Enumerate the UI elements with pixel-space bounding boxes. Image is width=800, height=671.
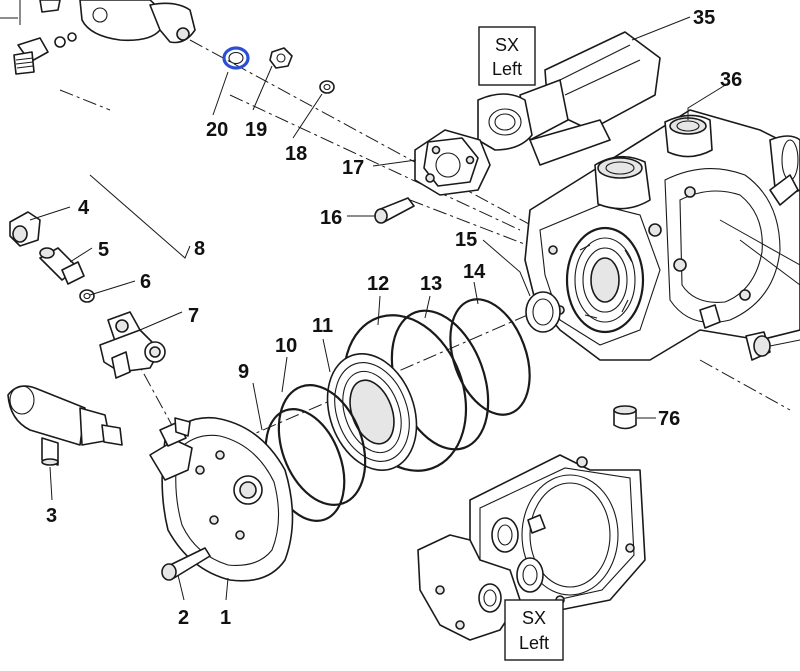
callout-3: 3 (46, 505, 57, 527)
callout-36: 36 (720, 69, 742, 91)
callout-13: 13 (420, 273, 442, 295)
o-ring-20[interactable] (222, 46, 250, 70)
top-left-valve-fragment (0, 0, 196, 75)
side-label-bottom: SX Left (504, 599, 564, 661)
callout-6: 6 (140, 271, 151, 293)
pump-housing[interactable] (524, 109, 800, 361)
side-label-bottom-line2: Left (519, 633, 549, 653)
callout-20: 20 (206, 119, 228, 141)
plug-76[interactable] (613, 405, 637, 430)
callout-14: 14 (463, 261, 486, 283)
nut-4[interactable] (9, 211, 41, 247)
callout-8: 8 (194, 238, 205, 260)
screw-2[interactable] (161, 547, 211, 581)
callout-17: 17 (342, 157, 364, 179)
plug-right[interactable] (745, 331, 800, 361)
callout-4: 4 (78, 197, 90, 219)
callout-5: 5 (98, 239, 109, 261)
fitting-5[interactable] (39, 247, 85, 285)
bracket-35[interactable] (477, 31, 661, 166)
o-ring-14[interactable] (436, 288, 545, 425)
valve-3[interactable] (7, 385, 123, 466)
callout-19: 19 (245, 119, 267, 141)
o-ring-6[interactable] (79, 289, 95, 303)
flange-1[interactable] (149, 416, 294, 582)
callout-2: 2 (178, 607, 189, 629)
callout-11: 11 (312, 315, 333, 337)
callout-9: 9 (238, 361, 249, 383)
side-label-top-line2: Left (492, 59, 522, 79)
side-label-top-line1: SX (495, 35, 519, 55)
nut-19[interactable] (269, 47, 293, 69)
callout-18: 18 (285, 143, 307, 165)
callout-1: 1 (220, 607, 231, 629)
ring-10[interactable] (263, 373, 381, 517)
screw-16[interactable] (374, 197, 415, 224)
callout-16: 16 (320, 207, 342, 229)
side-label-bottom-line1: SX (522, 608, 546, 628)
leader-lines (29, 16, 728, 601)
washer-18[interactable] (319, 80, 335, 94)
callout-12: 12 (367, 273, 389, 295)
callout-10: 10 (275, 335, 297, 357)
banjo-7[interactable] (99, 311, 166, 379)
side-label-top: SX Left (478, 26, 536, 86)
bearing-11[interactable] (312, 341, 432, 482)
callout-76: 76 (658, 408, 680, 430)
seal-15[interactable] (525, 291, 561, 333)
cover-17[interactable] (414, 129, 491, 196)
callout-labels: 20 19 18 17 16 35 36 4 5 6 7 8 9 10 11 1… (46, 7, 742, 629)
callout-7: 7 (188, 305, 199, 327)
callout-35: 35 (693, 7, 715, 29)
callout-15: 15 (455, 229, 477, 251)
